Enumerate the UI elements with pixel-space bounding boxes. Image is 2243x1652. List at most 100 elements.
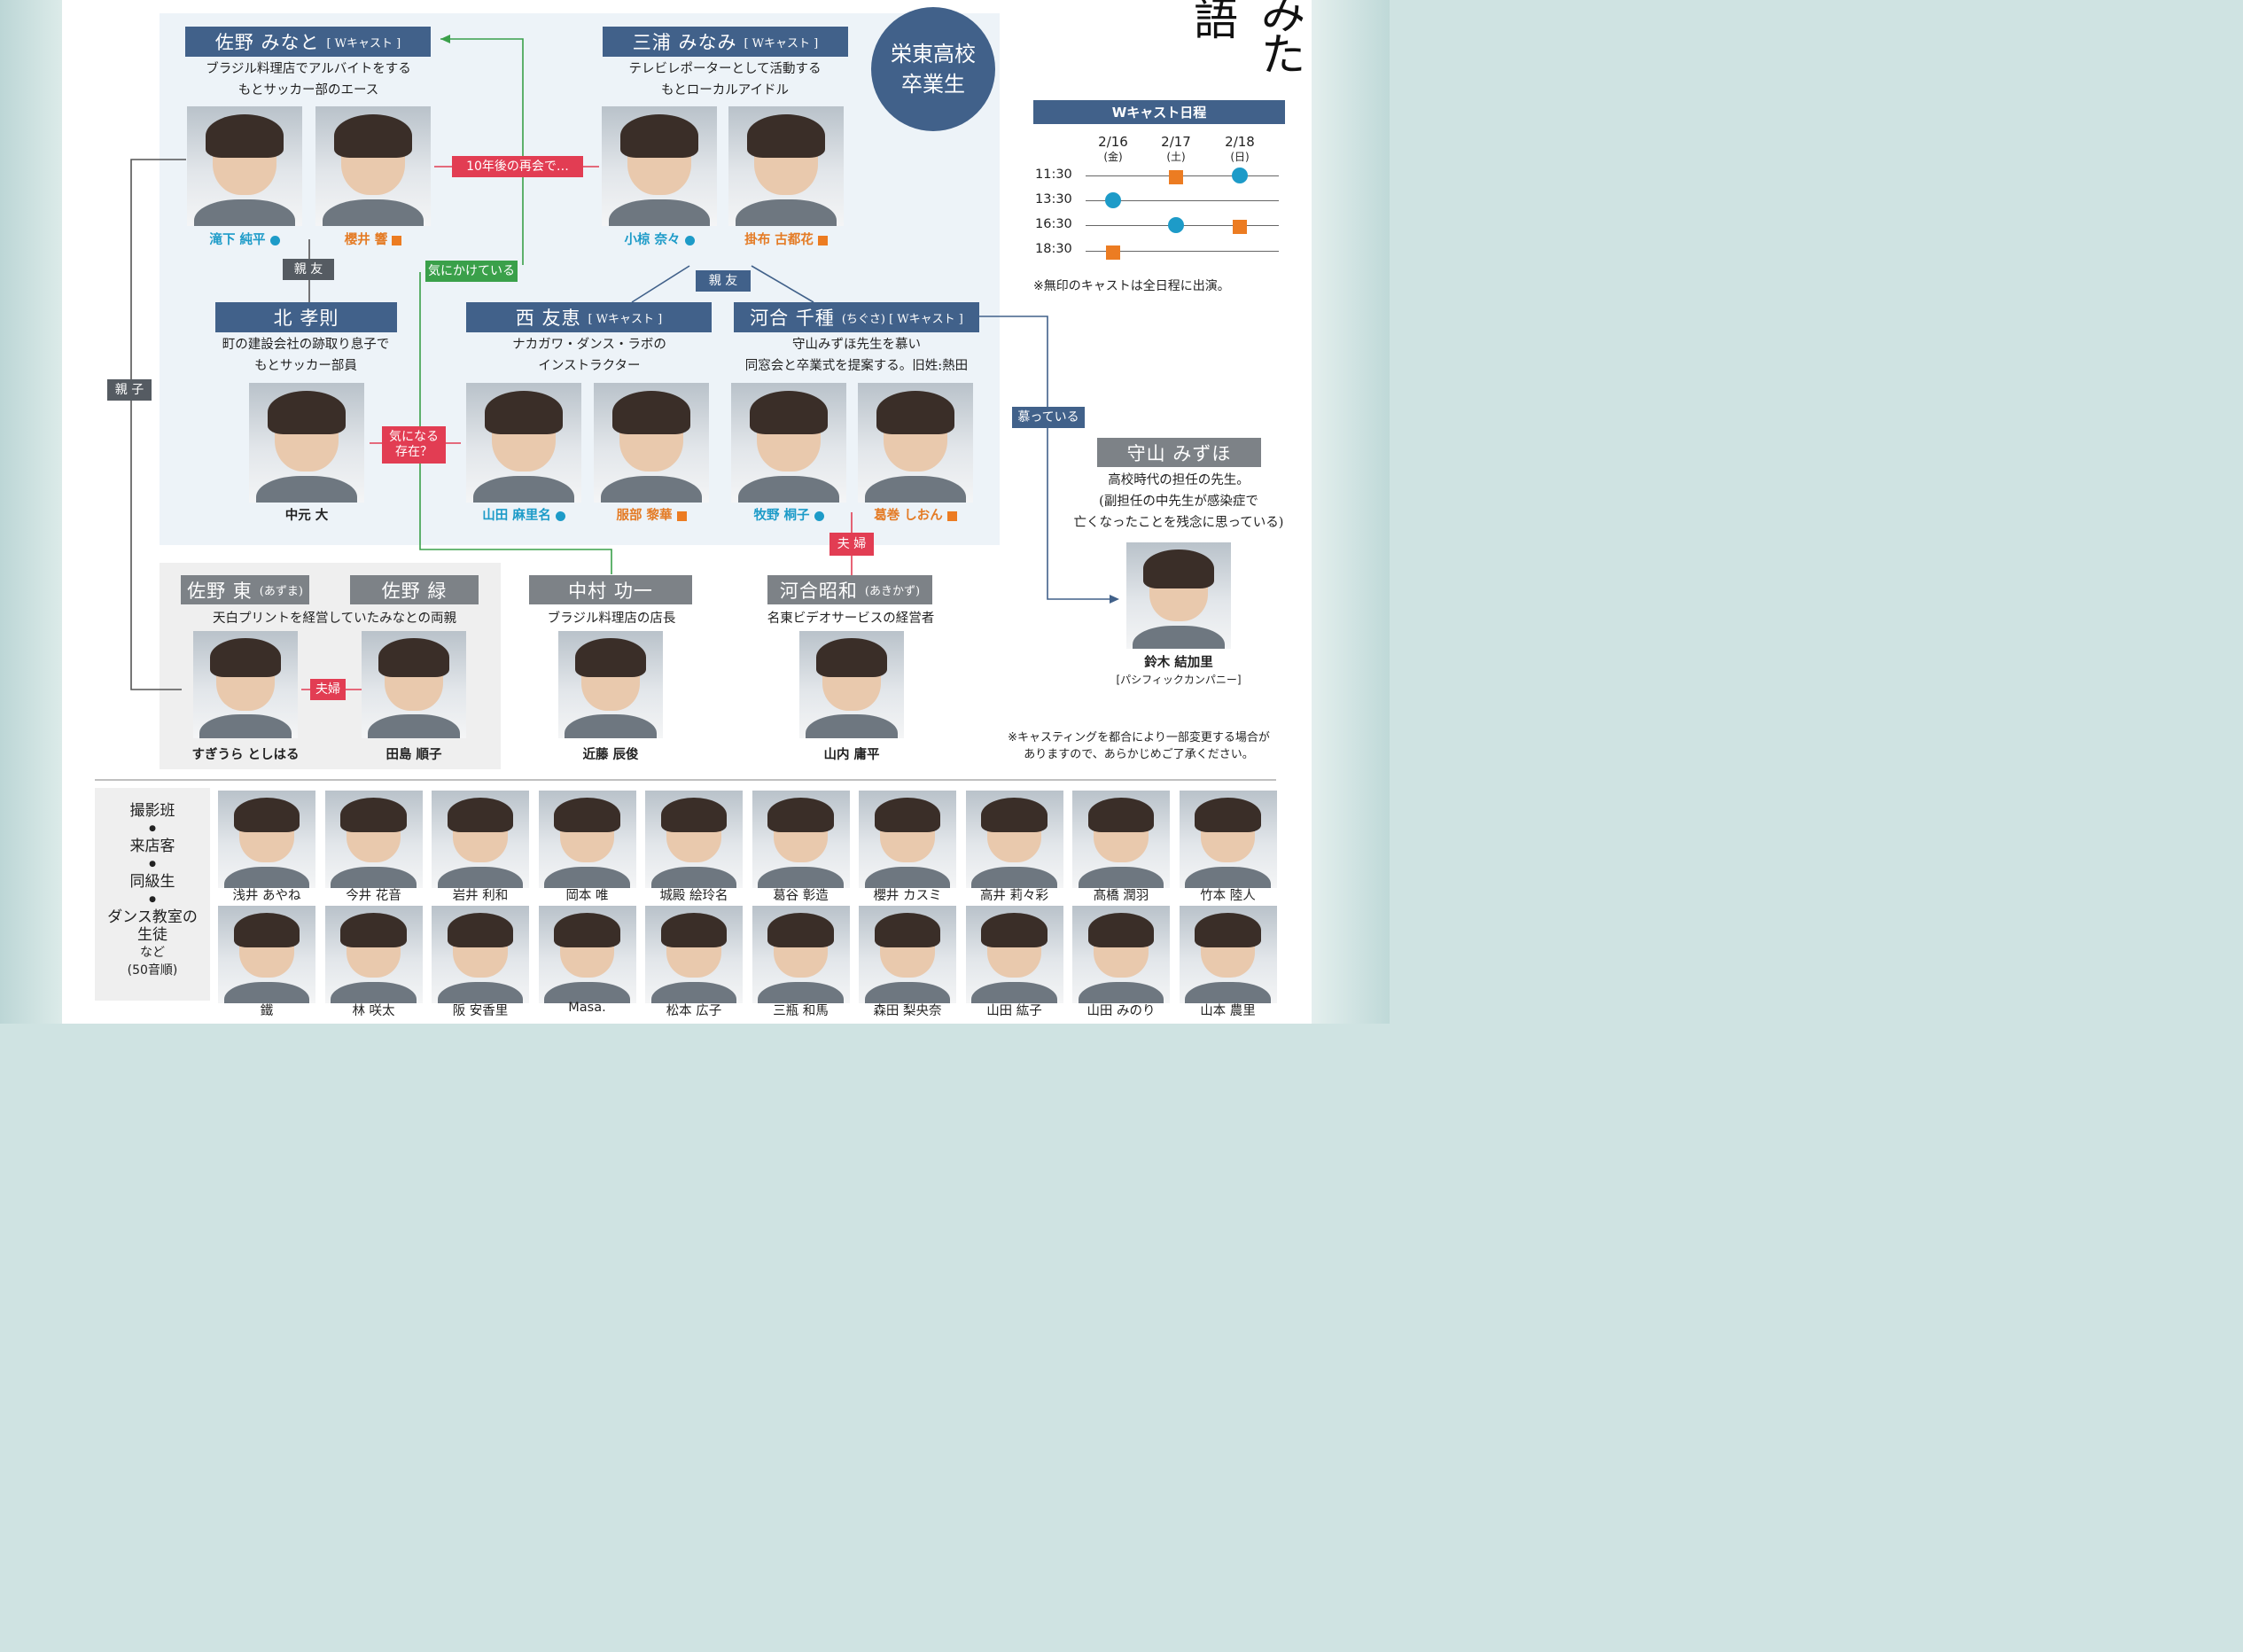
actor-name: 鈴木 結加里 xyxy=(1144,656,1213,670)
w-cast-square-icon xyxy=(392,235,402,245)
ensemble-photo xyxy=(859,906,956,1003)
ensemble-photo xyxy=(965,791,1063,888)
title-char-1: 語 xyxy=(1194,0,1238,45)
schedule-dot-icon xyxy=(1168,217,1184,233)
ensemble-photo xyxy=(538,791,636,888)
role-sub: [ Wキャスト ] xyxy=(326,36,401,51)
actor-name: 中元 大 xyxy=(284,509,329,523)
w-cast-dot-icon xyxy=(814,510,824,521)
ensemble-photo xyxy=(324,906,423,1003)
ensemble-group: 来店客 xyxy=(129,838,175,855)
ensemble-group: ダンス教室の xyxy=(107,908,198,926)
role-desc-akikazu: 名東ビデオサービスの経営者 xyxy=(767,612,935,626)
ensemble-photo xyxy=(1179,906,1277,1003)
ensemble-actor-name: 今井 花音 xyxy=(346,889,401,903)
role-sub: (あきかず) xyxy=(864,585,921,598)
actor-name: 服部 黎華 xyxy=(616,509,673,523)
bullet-icon: ● xyxy=(149,824,156,833)
desc-line: もとサッカー部員 xyxy=(254,359,357,373)
actor-hattori: 服部 黎華 xyxy=(589,505,713,524)
role-desc-mizuho: 高校時代の担任の先生。(副担任の中先生が感染症で亡くなったことを残念に思っている… xyxy=(1055,470,1303,534)
tag-fufu-parents: 夫婦 xyxy=(310,679,346,700)
role-header-koichi: 中村 功一 xyxy=(529,575,692,604)
ensemble-actor-name: 竹本 陸人 xyxy=(1200,889,1256,903)
actor-nakamoto: 中元 大 xyxy=(249,505,364,524)
ensemble-photo xyxy=(859,791,956,888)
w-cast-dot-icon xyxy=(269,235,280,245)
tag-line: 気になる xyxy=(389,430,439,444)
ensemble-actor-name: 山本 農里 xyxy=(1200,1004,1256,1018)
casting-note: ※キャスティングを都合により一部変更する場合がありますので、あらかじめご了承くだ… xyxy=(984,729,1294,763)
role-name: 西 友恵 xyxy=(515,308,581,329)
photo-makino xyxy=(731,383,846,503)
role-header-azuma: 佐野 東 (あずま) xyxy=(181,575,309,604)
photo-ogura xyxy=(602,106,717,226)
role-desc-minami: テレビレポーターとして活動するもとローカルアイドル xyxy=(593,58,857,101)
role-sub: [ Wキャスト ] xyxy=(744,36,819,51)
ensemble-photo xyxy=(645,906,743,1003)
desc-line: もとサッカー部のエース xyxy=(238,83,379,97)
ensemble-actor-name: 鐵 xyxy=(260,1004,274,1018)
photo-yamauchi xyxy=(799,631,904,738)
schedule-time: 13:30 xyxy=(1035,192,1072,206)
ensemble-label: 撮影班 ● 来店客 ● 同級生 ● ダンス教室の 生徒 など (50音順) xyxy=(95,788,210,1001)
actor-name: 小椋 奈々 xyxy=(624,233,681,247)
ensemble-photo xyxy=(432,906,529,1003)
w-cast-square-icon xyxy=(817,235,828,245)
actor-kakefu: 掛布 古都花 xyxy=(724,230,848,248)
actor-name: 山田 麻里名 xyxy=(482,509,551,523)
role-name: 佐野 東 xyxy=(187,580,253,602)
actor-kuzumaki: 葛巻 しおん xyxy=(853,505,977,524)
photo-sugiura xyxy=(193,631,298,738)
actor-sakurai: 櫻井 響 xyxy=(315,230,431,248)
role-desc-chigusa: 守山みずほ先生を慕い同窓会と卒業式を提案する。旧姓:熱田 xyxy=(725,334,988,377)
ensemble-actor-name: 櫻井 カスミ xyxy=(873,889,942,903)
role-header-midori: 佐野 緑 xyxy=(350,575,479,604)
ensemble-actor-name: 岩井 利和 xyxy=(452,889,509,903)
role-name: 中村 功一 xyxy=(568,580,653,602)
ensemble-photo xyxy=(752,791,850,888)
role-desc-tomoe: ナカガワ・ダンス・ラボのインストラクター xyxy=(479,334,700,377)
role-desc-parents: 天白プリントを経営していたみなとの両親 xyxy=(213,612,456,626)
role-header-chigusa: 河合 千種(ちぐさ) [ Wキャスト ] xyxy=(734,302,979,332)
desc-line: 守山みずほ先生を慕い xyxy=(792,338,921,352)
actor-sugiura: すぎうら としはる xyxy=(175,744,316,763)
photo-kakefu xyxy=(728,106,844,226)
role-sub: (あずま) xyxy=(259,585,303,598)
actor-name: 近藤 辰俊 xyxy=(582,748,639,762)
desc-line: 同窓会と卒業式を提案する。旧姓:熱田 xyxy=(744,359,969,373)
date-label: 2/18 xyxy=(1225,134,1255,150)
actor-suzuki: 鈴木 結加里 xyxy=(1099,652,1258,671)
actor-yamauchi: 山内 庸平 xyxy=(794,744,909,763)
actor-makino: 牧野 桐子 xyxy=(727,505,851,524)
tag-shitatte: 慕っている xyxy=(1012,407,1085,428)
photo-tajima xyxy=(362,631,466,738)
ensemble-photo xyxy=(1072,791,1170,888)
ensemble-photo xyxy=(324,791,423,888)
actor-name: 櫻井 響 xyxy=(344,233,388,247)
bullet-icon: ● xyxy=(149,895,156,904)
title-char-3: た xyxy=(1261,29,1305,81)
badge-line: 栄東高校 xyxy=(891,42,976,66)
ensemble-group: 生徒 xyxy=(137,926,167,944)
schedule-time: 16:30 xyxy=(1035,217,1072,231)
ensemble-actor-name: 森田 梨央奈 xyxy=(873,1004,942,1018)
role-desc-takanori: 町の建設会社の跡取り息子でもとサッカー部員 xyxy=(199,334,412,377)
note-line: ありますので、あらかじめご了承ください。 xyxy=(1024,748,1254,761)
desc-line: もとローカルアイドル xyxy=(661,83,789,97)
schedule-square-icon xyxy=(1233,220,1247,234)
schedule-date: 2/18(日) xyxy=(1213,135,1266,165)
role-header-akikazu: 河合昭和(あきかず) xyxy=(767,575,932,604)
ensemble-actor-name: 浅井 あやね xyxy=(232,889,301,903)
actor-suzuki-affiliation: [パシフィックカンパニー] xyxy=(1116,674,1242,686)
schedule-dot-icon xyxy=(1105,192,1121,208)
role-name: 三浦 みなみ xyxy=(632,32,737,53)
ensemble-actor-name: 髙橋 潤羽 xyxy=(1093,889,1149,903)
photo-kuzumaki xyxy=(858,383,973,503)
ensemble-actor-name: 三瓶 和馬 xyxy=(773,1004,829,1018)
day-label: (金) xyxy=(1103,151,1123,163)
role-desc-minato: ブラジル料理店でアルバイトをするもとサッカー部のエース xyxy=(177,58,440,101)
actor-name: 掛布 古都花 xyxy=(744,233,814,247)
role-header-mizuho: 守山 みずほ xyxy=(1097,438,1261,467)
ensemble-photo xyxy=(965,906,1063,1003)
